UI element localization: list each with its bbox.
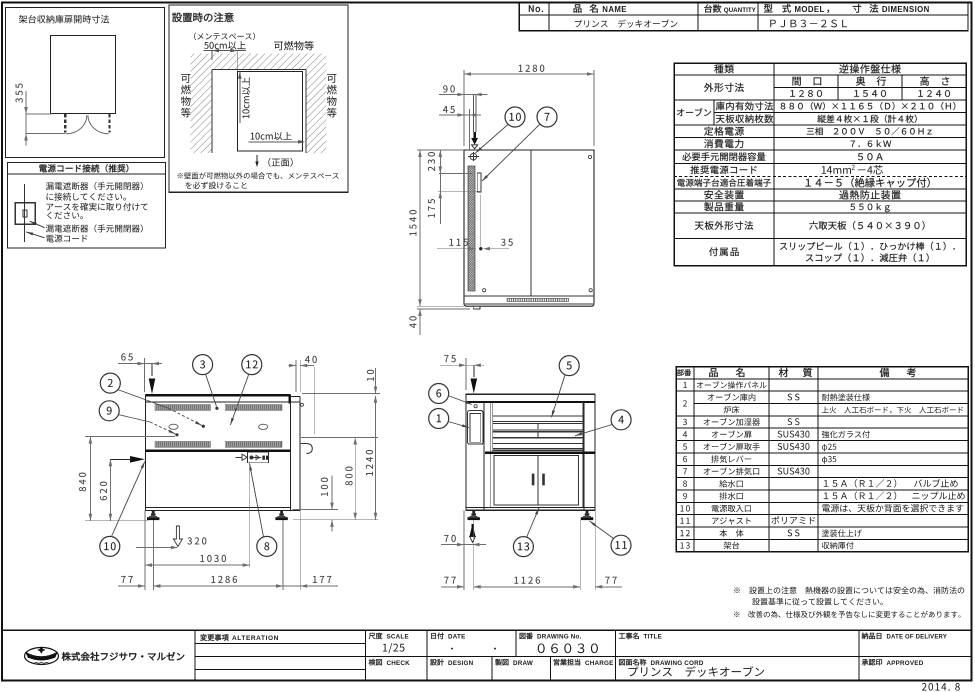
svg-text:MODEL: MODEL <box>795 5 825 14</box>
svg-text:DRAWING No.: DRAWING No. <box>537 634 582 641</box>
svg-text:DATE OF DELIVERY: DATE OF DELIVERY <box>887 635 948 641</box>
svg-text:CHECK: CHECK <box>387 660 411 667</box>
svg-text:DATE: DATE <box>448 634 465 641</box>
svg-text:DESIGN: DESIGN <box>448 660 474 667</box>
svg-text:SCALE: SCALE <box>387 634 409 641</box>
svg-text:DRAW: DRAW <box>513 660 533 667</box>
svg-text:NAME: NAME <box>602 5 627 14</box>
svg-text:TITLE: TITLE <box>644 634 663 641</box>
svg-text:DIMENSION: DIMENSION <box>882 5 930 14</box>
svg-text:APPROVED: APPROVED <box>887 660 924 667</box>
svg-text:QUANTITY: QUANTITY <box>724 7 757 14</box>
svg-text:ALTERATION: ALTERATION <box>232 635 279 642</box>
svg-text:DRAWING CORD: DRAWING CORD <box>651 660 704 667</box>
svg-text:CHARGE: CHARGE <box>585 660 614 667</box>
